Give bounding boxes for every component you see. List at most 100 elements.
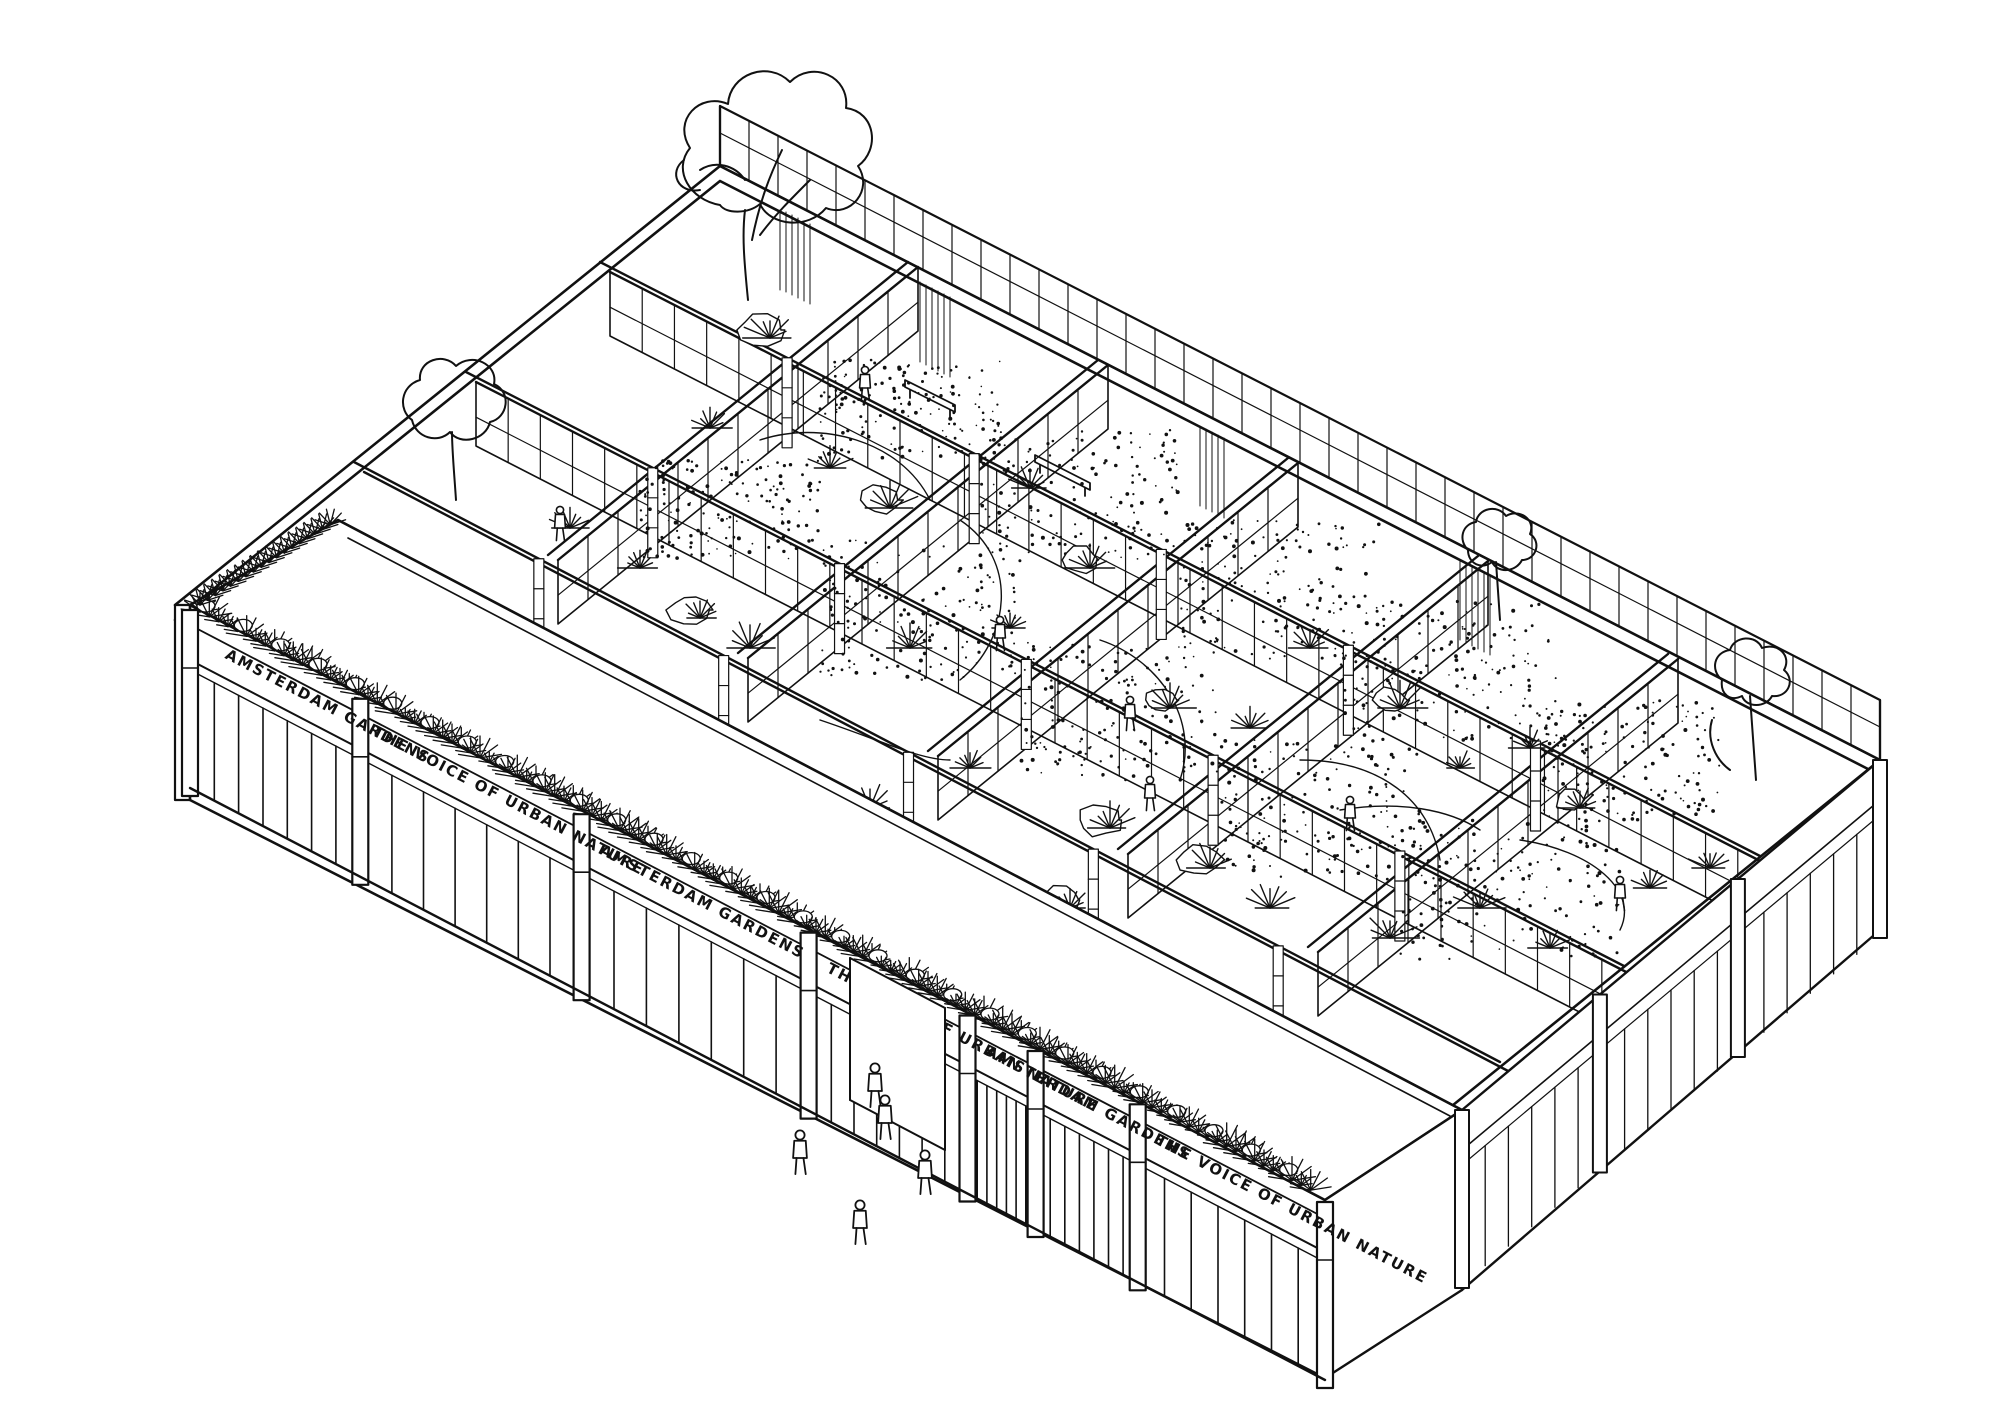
gravel-dot — [1605, 784, 1608, 786]
gravel-dot — [1712, 716, 1715, 719]
gravel-dot — [968, 606, 971, 608]
gravel-dot — [1030, 757, 1035, 762]
gravel-dot — [1154, 752, 1158, 756]
gravel-dot — [1127, 525, 1130, 528]
gravel-dot — [1303, 792, 1307, 796]
gravel-dot — [1402, 790, 1405, 793]
gravel-dot — [958, 599, 962, 603]
gravel-dot — [1571, 938, 1574, 942]
gravel-dot — [1281, 831, 1284, 833]
gravel-dot — [923, 371, 928, 375]
gravel-dot — [1547, 741, 1552, 746]
gravel-dot — [787, 528, 791, 532]
gravel-dot — [1168, 735, 1172, 739]
gravel-dot — [1133, 511, 1135, 514]
gravel-dot — [1081, 660, 1083, 662]
gravel-dot — [863, 398, 867, 402]
gravel-dot — [1277, 598, 1281, 603]
gravel-dot — [862, 402, 866, 406]
gravel-dot — [807, 539, 811, 543]
gravel-dot — [975, 588, 980, 593]
gravel-dot — [689, 502, 691, 504]
gravel-dot — [1181, 743, 1185, 747]
gravel-dot — [1368, 846, 1372, 849]
gravel-dot — [831, 666, 835, 671]
gravel-dot — [1464, 711, 1466, 713]
gravel-dot — [941, 429, 944, 432]
gravel-dot — [1586, 756, 1590, 759]
gravel-dot — [1471, 623, 1475, 627]
gravel-dot — [848, 539, 852, 543]
gravel-dot — [1538, 714, 1541, 717]
gravel-dot — [1365, 864, 1370, 869]
gravel-dot — [1305, 852, 1309, 856]
gravel-dot — [1035, 746, 1039, 750]
gravel-dot — [1050, 725, 1055, 729]
gravel-dot — [1647, 746, 1650, 749]
gravel-dot — [1697, 802, 1702, 807]
gravel-dot — [1302, 810, 1305, 814]
gravel-dot — [1313, 778, 1317, 782]
plant-clump — [1687, 852, 1730, 869]
shrub — [665, 596, 714, 625]
gravel-dot — [906, 612, 911, 616]
gravel-dot — [1282, 818, 1286, 823]
gravel-dot — [843, 375, 846, 378]
gravel-dot — [705, 484, 710, 489]
gravel-dot — [1256, 841, 1260, 846]
gravel-dot — [1583, 810, 1587, 814]
gravel-dot — [1536, 861, 1539, 864]
gravel-dot — [829, 605, 833, 609]
gravel-dot — [920, 678, 923, 681]
gravel-dot — [1611, 786, 1615, 790]
gravel-dot — [1437, 692, 1442, 696]
gravel-dot — [676, 529, 679, 533]
gravel-dot — [1030, 735, 1034, 739]
gravel-dot — [1583, 933, 1587, 936]
gravel-dot — [892, 426, 896, 430]
gravel-dot — [821, 649, 824, 652]
gravel-dot — [748, 520, 751, 524]
gravel-dot — [1182, 656, 1186, 660]
gravel-dot — [1262, 536, 1265, 539]
gravel-dot — [1703, 753, 1706, 757]
gravel-dot — [1432, 701, 1435, 704]
gravel-dot — [838, 406, 841, 410]
gravel-dot — [1046, 442, 1050, 446]
gravel-dot — [1190, 522, 1195, 526]
gravel-dot — [671, 543, 675, 547]
gravel-dot — [1258, 812, 1263, 816]
gravel-dot — [859, 415, 863, 419]
gravel-dot — [1269, 751, 1272, 753]
gravel-dot — [1687, 710, 1689, 713]
gravel-dot — [1603, 863, 1607, 867]
gravel-dot — [1306, 603, 1310, 607]
gravel-dot — [1439, 904, 1443, 908]
gravel-dot — [1268, 657, 1271, 660]
gravel-dot — [1466, 687, 1468, 690]
gravel-dot — [1514, 714, 1517, 717]
transom — [557, 301, 919, 596]
gravel-dot — [1130, 441, 1133, 444]
gravel-dot — [1456, 883, 1460, 888]
gravel-dot — [1552, 765, 1556, 769]
gravel-dot — [919, 429, 924, 433]
gravel-dot — [1561, 782, 1565, 786]
gravel-dot — [1470, 935, 1473, 937]
gravel-dot — [1695, 782, 1700, 786]
gravel-dot — [689, 545, 693, 549]
gravel-dot — [1498, 948, 1501, 950]
gravel-dot — [1683, 728, 1688, 732]
gravel-dot — [1335, 527, 1337, 530]
gravel-dot — [1463, 628, 1466, 630]
gravel-dot — [1209, 612, 1212, 615]
gravel-dot — [1407, 908, 1411, 913]
gravel-dot — [776, 461, 779, 464]
gravel-dot — [1103, 738, 1107, 742]
gravel-dot — [967, 576, 969, 579]
gravel-dot — [1131, 481, 1134, 484]
gravel-dot — [991, 410, 994, 413]
gravel-dot — [1681, 720, 1684, 722]
gravel-dot — [709, 494, 713, 499]
gravel-dot — [1461, 738, 1466, 742]
